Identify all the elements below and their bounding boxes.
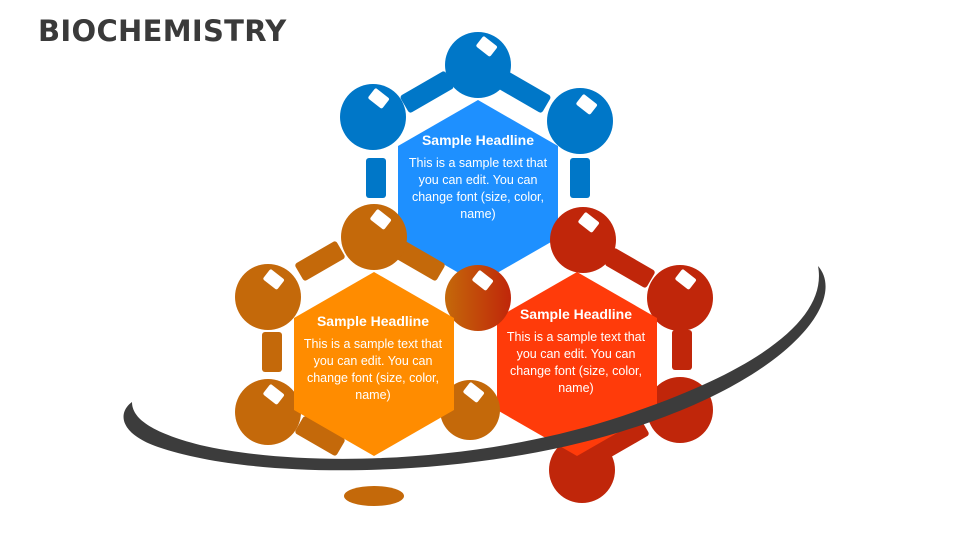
hexagon-blue [398,100,558,284]
headline-orange: Sample Headline [316,313,430,329]
body-orange: This is a sample text that you can edit.… [303,337,443,402]
bond [262,332,282,372]
atom-top [445,32,511,98]
atom-bottom [344,486,404,506]
highlight [368,88,389,109]
bond [570,158,590,198]
highlight [578,212,599,233]
headline-blue: Sample Headline [421,132,535,148]
bond [295,241,345,281]
bond [395,241,445,281]
highlight [472,270,493,291]
bond [605,248,655,288]
highlight [263,269,284,290]
bond [497,71,551,113]
highlight [263,384,284,405]
hexagon-orange [294,272,454,456]
orbit-ring [123,266,826,471]
molecule-orange [235,204,511,506]
bond [400,71,454,113]
molecule-blue [340,32,613,284]
atom-left [235,264,301,330]
atom-shared [445,265,511,331]
atom-right [647,265,713,331]
atom-bottom-right [440,380,500,440]
text-block-orange: Sample Headline This is a sample text th… [293,313,453,404]
highlight [675,269,696,290]
atom-left [340,84,406,150]
bond [295,416,345,456]
text-block-blue: Sample Headline This is a sample text th… [398,132,558,223]
highlight [476,36,497,57]
slide-title: BIOCHEMISTRY [38,14,287,48]
bond [599,418,649,458]
atom-bottom-left [235,379,301,445]
text-block-red: Sample Headline This is a sample text th… [496,306,656,397]
highlight [370,209,391,230]
highlight [576,94,597,115]
atom-bottom [549,437,615,503]
molecule-red [497,207,713,503]
bond [366,158,386,198]
highlight [463,382,484,403]
body-blue: This is a sample text that you can edit.… [408,156,548,221]
body-red: This is a sample text that you can edit.… [506,330,646,395]
hexagon-red [497,272,657,456]
atom-top [550,207,616,273]
bond [672,330,692,370]
headline-red: Sample Headline [519,306,633,322]
